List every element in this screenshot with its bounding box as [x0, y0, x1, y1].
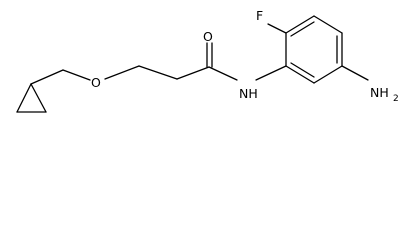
bond-ring-top-right — [16, 83, 32, 113]
bond-o-to-ch2 — [104, 65, 140, 80]
carbonyl-group: O — [203, 29, 213, 68]
atom-amine-nh: NH — [370, 85, 389, 100]
atom-amide-nh: NH — [239, 86, 258, 101]
atom-oxygen-ether: O — [91, 75, 101, 90]
bond-carbonyl-to-nh — [208, 66, 238, 81]
bond-ring-to-nh2 — [341, 65, 369, 81]
bond-ring-to-ch2 — [30, 69, 64, 85]
bond-ring-double-inner-1 — [290, 21, 315, 37]
bond-ring-top-left — [30, 83, 47, 113]
bond-ring-c6-c1 — [285, 65, 315, 84]
bond-ring-to-f — [267, 23, 287, 34]
molecule-diagram: O O NH F NH 2 — [16, 8, 399, 113]
atom-fluorine: F — [256, 8, 263, 23]
bond-ch2-to-carbonyl — [176, 66, 210, 80]
bond-ring-c2-c3 — [285, 15, 315, 34]
cyclopropyl-ring — [16, 83, 47, 113]
bond-ring-double-inner-3 — [290, 62, 315, 78]
bond-ring-c5-c6 — [313, 65, 343, 84]
atom-oxygen-carbonyl: O — [203, 29, 213, 44]
atom-amine-subscript: 2 — [393, 94, 399, 104]
bond-ring-c3-c4 — [313, 15, 343, 34]
bond-ch2-to-o — [62, 69, 91, 81]
bond-ch2-to-ch2 — [138, 65, 178, 80]
bond-nh-to-ring — [255, 65, 287, 81]
benzene-ring — [285, 15, 343, 84]
